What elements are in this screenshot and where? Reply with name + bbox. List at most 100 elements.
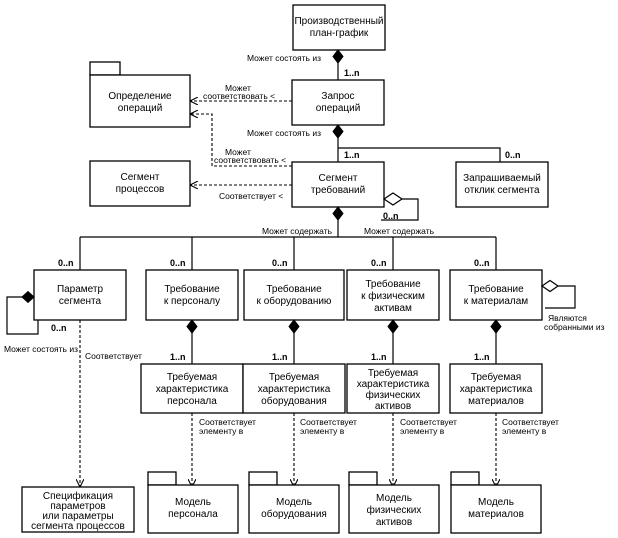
box-text: к персоналу <box>164 296 220 307</box>
box-text: Требуемая <box>471 371 521 383</box>
aggregation-diamond <box>540 279 560 293</box>
box-text: персонала <box>167 396 217 407</box>
mult-prop-phys: 1..n <box>371 352 387 362</box>
box-text: физических <box>366 389 421 401</box>
box-text: сегмента процессов <box>31 521 125 532</box>
label-may-contain-2: Может содержать <box>364 226 435 236</box>
box-text: Требование <box>164 283 220 295</box>
boxes: Производственный план-график Определение… <box>21 4 549 534</box>
mult-segreq: 1..n <box>344 150 360 160</box>
line-opreq-response <box>338 147 501 162</box>
label-elem-equip-a: Соответствует <box>300 417 357 427</box>
label-elem-phys-a: Соответствует <box>400 417 457 427</box>
box-equipment-requirement: Требование к оборудованию <box>243 269 345 321</box>
tab-model-mat <box>450 471 480 486</box>
composition-diamond <box>387 319 399 334</box>
box-text: Запрашиваемый <box>463 173 541 184</box>
box-text: параметров <box>50 501 105 512</box>
label-elem-equip-b: элементу в <box>300 426 345 436</box>
package-tabs <box>89 61 480 486</box>
box-text: материалов <box>468 396 524 407</box>
box-text: активам <box>374 303 412 314</box>
box-text: Требуемая <box>368 367 418 379</box>
box-text: характеристика <box>460 384 533 395</box>
matreq-self-loop <box>545 285 576 309</box>
label-may-consist-2: Может состоять из <box>247 128 321 138</box>
box-text: Параметр <box>57 284 104 295</box>
box-equipment-model: Модель оборудования <box>248 484 340 534</box>
label-elem-mat-a: Соответствует <box>502 417 559 427</box>
mult-prop-pers: 1..n <box>170 352 186 362</box>
box-process-segment: Сегмент процессов <box>89 160 191 207</box>
box-text: Запрос <box>321 91 354 102</box>
box-personnel-requirement: Требование к персоналу <box>145 269 239 321</box>
box-segment-parameter: Параметр сегмента <box>33 269 127 321</box>
label-may-match-2a: Может <box>225 147 251 157</box>
box-text: Модель <box>276 497 312 508</box>
box-physical-asset-model: Модель физических активов <box>348 484 440 534</box>
box-text: характеристика <box>156 384 229 395</box>
box-text: характеристика <box>357 379 430 390</box>
param-self-loop <box>6 296 39 335</box>
dep-segreq-opdef <box>190 114 292 167</box>
multiplicities: 1..n 1..n 0..n 0..n 0..n 0..n 0..n 0..n … <box>51 68 521 362</box>
box-text: Модель <box>478 497 514 508</box>
mult-equip: 0..n <box>272 258 288 268</box>
box-text: операций <box>118 103 163 114</box>
label-may-contain-1: Может содержать <box>262 226 333 236</box>
tab-model-equip <box>248 471 278 486</box>
label-may-match-1a: Может <box>225 83 251 93</box>
box-text: план-график <box>310 27 369 39</box>
box-text: активов <box>375 401 411 412</box>
composition-diamond <box>332 124 344 139</box>
label-corresponds-1: Соответствует < <box>219 191 283 201</box>
connectors <box>6 63 576 487</box>
label-corresponds-2: Соответствует <box>85 351 142 361</box>
label-elem-pers-a: Соответствует <box>199 417 256 427</box>
mult-mat: 0..n <box>474 258 490 268</box>
label-may-consist-1: Может состоять из <box>247 53 321 63</box>
mult-segreq-self: 0..n <box>383 211 399 221</box>
box-text: Модель <box>175 497 211 508</box>
box-segment-response: Запрашиваемый отклик сегмента <box>455 161 549 208</box>
composition-diamond <box>332 49 344 64</box>
aggregation-diamonds <box>21 49 560 334</box>
label-elem-pers-b: элементу в <box>199 426 244 436</box>
mult-pers: 0..n <box>170 258 186 268</box>
aggregation-diamond <box>382 192 404 206</box>
box-text: Требование <box>468 283 524 295</box>
box-text: активов <box>376 517 412 528</box>
box-text: требований <box>311 184 365 196</box>
mult-prop-equip: 1..n <box>272 352 288 362</box>
mult-param: 0..n <box>58 258 74 268</box>
tab-model-phys <box>348 471 378 486</box>
composition-diamond <box>21 290 35 304</box>
box-physical-asset-property: Требуемая характеристика физических акти… <box>346 363 440 414</box>
box-text: Сегмент <box>121 172 160 183</box>
label-assembled-b: собранными из <box>544 322 605 332</box>
box-material-property: Требуемая характеристика материалов <box>449 363 543 414</box>
box-operations-definition: Определение операций <box>89 74 191 128</box>
label-may-match-1b: соответствовать < <box>203 91 275 101</box>
box-text: оборудования <box>261 395 327 407</box>
composition-diamond <box>490 319 502 334</box>
composition-diamond <box>332 206 344 221</box>
label-may-match-2b: соответствовать < <box>214 155 286 165</box>
mult-param-self: 0..n <box>51 323 67 333</box>
box-text: материалов <box>468 509 524 520</box>
box-text: отклик сегмента <box>464 185 540 196</box>
box-text: или параметры <box>42 511 113 522</box>
box-text: Сегмент <box>319 173 358 184</box>
box-text: к физическим <box>361 290 425 302</box>
box-text: Модель <box>376 493 412 504</box>
composition-diamond <box>288 319 300 334</box>
box-text: оборудования <box>261 508 327 520</box>
tab-model-pers <box>147 471 177 486</box>
box-personnel-model: Модель персонала <box>147 484 239 534</box>
composition-diamond <box>186 319 198 334</box>
box-text: операций <box>316 103 361 114</box>
box-text: к оборудованию <box>257 295 332 307</box>
mult-prop-mat: 1..n <box>474 352 490 362</box>
box-personnel-property: Требуемая характеристика персонала <box>140 363 244 414</box>
